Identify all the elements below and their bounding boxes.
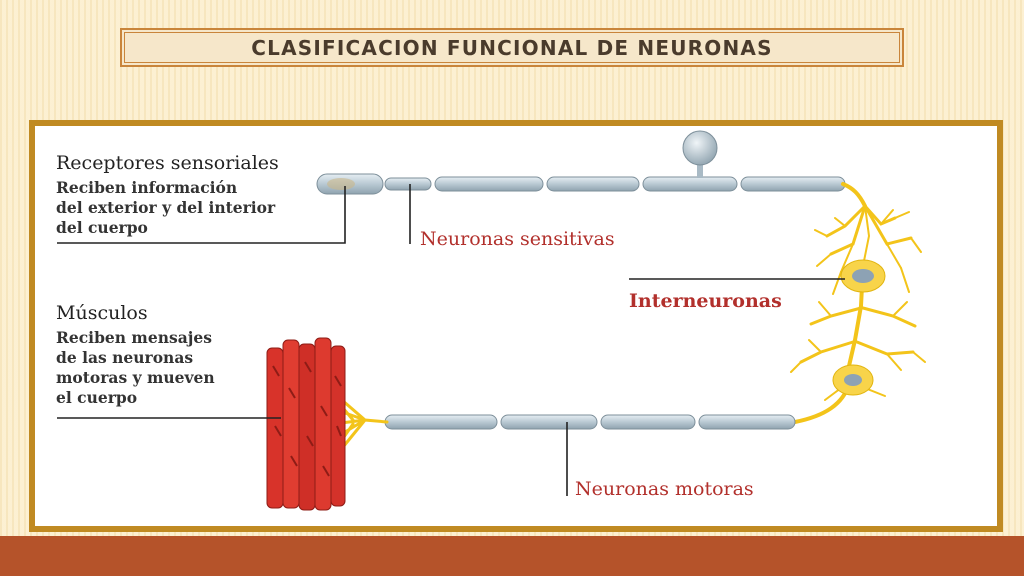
- muscles-description: Reciben mensajes de las neuronas motoras…: [56, 328, 215, 407]
- dendrite: [799, 340, 855, 364]
- dendrite: [790, 351, 926, 401]
- receptors-heading: Receptores sensoriales: [56, 152, 279, 174]
- muscle-fiber: [314, 337, 332, 511]
- muscle-fiber: [282, 339, 300, 509]
- interneuron-nucleus: [852, 269, 874, 283]
- sensory-neurons-label: Neuronas sensitivas: [420, 228, 615, 250]
- sensory-myelin-segment: [546, 176, 640, 192]
- sensory-myelin-segment: [384, 177, 432, 191]
- motor-myelin-segment: [698, 414, 796, 430]
- interneurons-label: Interneuronas: [629, 290, 782, 312]
- dendrite: [861, 306, 917, 328]
- title-box: CLASIFICACION FUNCIONAL DE NEURONAS: [120, 28, 904, 67]
- muscle-fiber: [298, 343, 316, 511]
- muscles-heading: Músculos: [56, 302, 148, 324]
- dendrite: [834, 209, 902, 273]
- interneuron-cluster: [790, 182, 926, 424]
- sensory-myelin-segment: [740, 176, 846, 192]
- page-title: CLASIFICACION FUNCIONAL DE NEURONAS: [251, 35, 773, 60]
- motor-neuron: [321, 382, 796, 466]
- neuron-diagram: [57, 130, 926, 511]
- motor-neurons-label: Neuronas motoras: [575, 478, 754, 500]
- muscle-fiber: [266, 347, 284, 509]
- bottom-bar: [0, 536, 1024, 576]
- dendrite: [809, 306, 863, 326]
- motor-myelin-segment: [384, 414, 498, 430]
- motor-myelin-segment: [500, 414, 598, 430]
- muscle-striations: [272, 361, 342, 477]
- motor-neuron-nucleus: [844, 374, 862, 386]
- motor-axon-terminals: [321, 382, 389, 466]
- sensory-myelin-segment: [642, 176, 738, 192]
- sensory-myelin-segment: [434, 176, 544, 192]
- sensory-neuron: [316, 130, 846, 195]
- sensory-cell-body: [682, 130, 718, 166]
- motor-myelin-segment: [600, 414, 696, 430]
- muscle-fibers: [266, 337, 346, 511]
- dendrite: [855, 340, 915, 356]
- dendrite: [832, 205, 910, 295]
- dendrite: [808, 301, 908, 371]
- receptor-leader-line: [57, 186, 346, 244]
- receptor-detail: [327, 178, 355, 190]
- receptors-description: Reciben información del exterior y del i…: [56, 178, 276, 237]
- diagram-frame: Receptores sensoriales Reciben informaci…: [29, 120, 1003, 532]
- sensory-axon-terminal: [841, 182, 867, 208]
- dendrite: [814, 211, 922, 267]
- sensory-cell-body-stalk: [697, 156, 703, 178]
- leader-lines: [57, 184, 845, 496]
